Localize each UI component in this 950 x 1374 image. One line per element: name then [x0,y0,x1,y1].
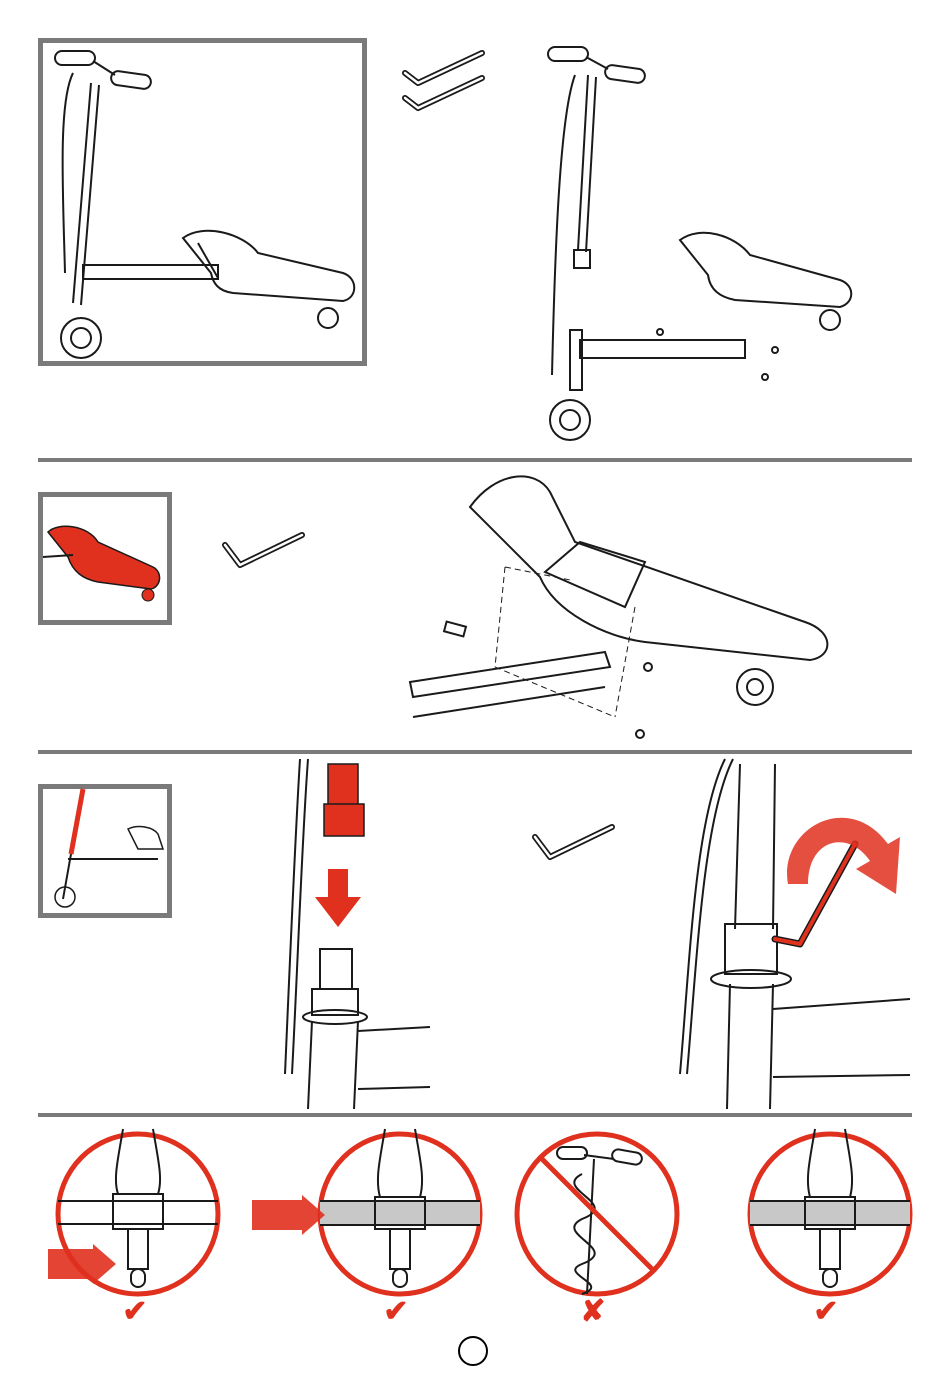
push-arrow-icon [48,1244,118,1284]
push-arrow-icon [313,869,363,929]
highlighted-stem-illustration [43,789,167,913]
deck-attachment-detail-illustration [405,462,905,752]
hex-key-icon [400,48,490,118]
hex-key-icon [220,530,310,580]
handlebar-detail-correct-3 [745,1129,915,1299]
check-icon: ✔ [806,1297,846,1327]
highlighted-deck-illustration [43,497,167,621]
step-1-assembled-thumbnail [38,38,367,366]
check-icon: ✔ [115,1297,155,1327]
rotate-arrow-icon [778,799,908,909]
assembled-scooter-illustration [43,43,363,363]
handlebar-detail-incorrect [512,1129,682,1299]
hex-key-icon [530,822,620,872]
handlebar-detail-correct-2 [315,1129,485,1299]
step-2-deck-thumbnail [38,492,172,625]
step-2 [0,462,950,752]
step-4: ✔ ✔ ✘ [0,1117,950,1327]
check-icon: ✔ [376,1297,416,1327]
push-arrow-icon [252,1195,327,1235]
cross-icon: ✘ [573,1297,613,1327]
step-3 [0,754,950,1114]
step-1 [0,0,950,460]
page-number-circle [458,1336,488,1366]
stem-insertion-illustration [240,759,440,1109]
step-3-stem-thumbnail [38,784,172,918]
exploded-scooter-parts-illustration [530,45,890,445]
